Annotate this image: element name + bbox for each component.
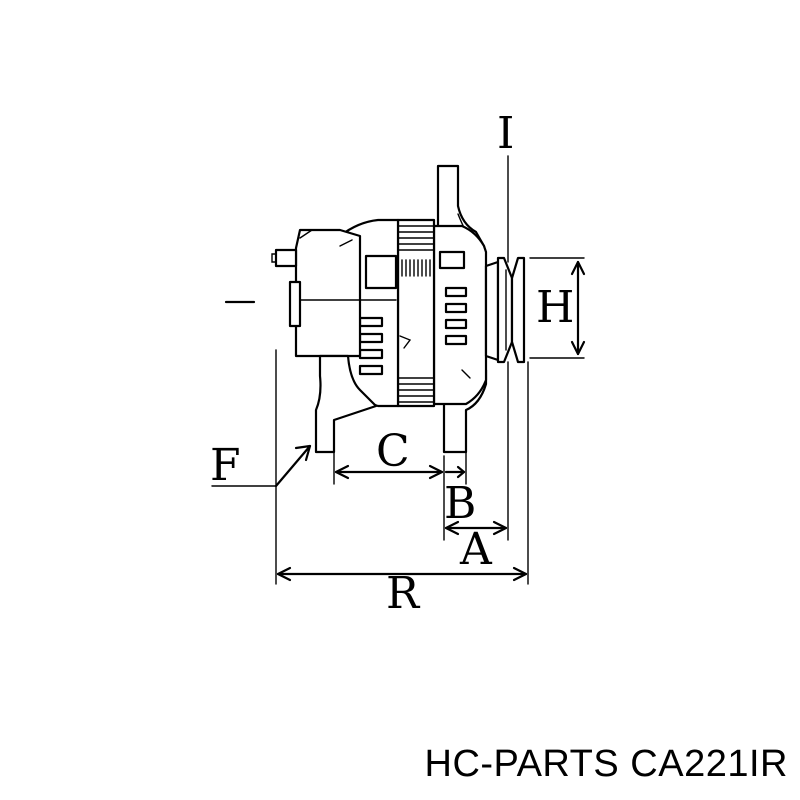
stator-ribs <box>397 225 435 403</box>
label-c: C <box>376 426 410 477</box>
label-h: H <box>536 282 574 333</box>
pulley <box>484 256 526 364</box>
rear-cover <box>294 228 362 358</box>
label-r: R <box>386 568 421 619</box>
label-i: I <box>497 108 514 159</box>
label-b: B <box>444 478 476 529</box>
label-a: A <box>459 524 493 575</box>
terminal-block <box>288 280 302 328</box>
label-f: F <box>210 440 241 491</box>
dimension-lines <box>211 155 586 585</box>
rear-mounting-foot <box>314 354 378 454</box>
alternator-drawing <box>271 164 526 454</box>
brand-part-number: HC-PARTS CA221IR <box>424 743 788 785</box>
terminal-post <box>274 248 298 268</box>
stator-teeth <box>401 259 431 277</box>
